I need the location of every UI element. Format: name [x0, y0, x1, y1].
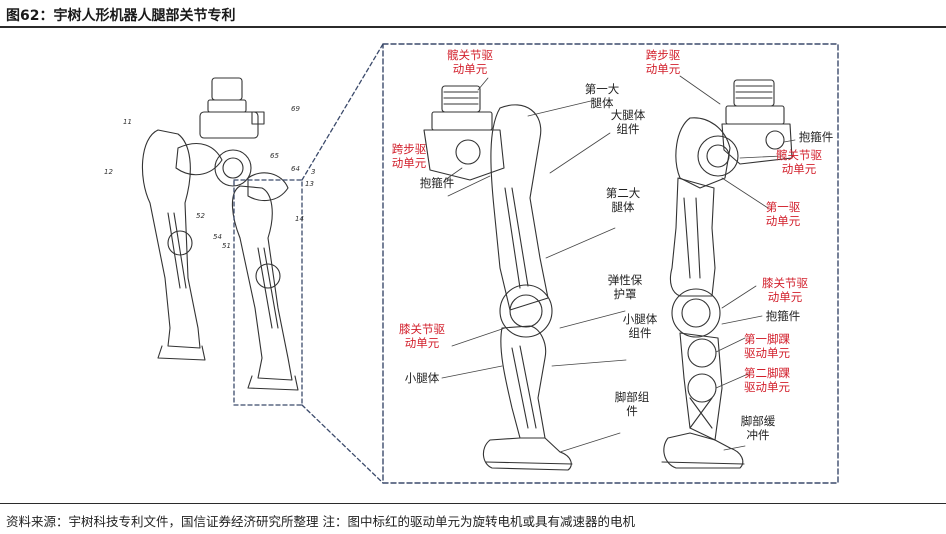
label-shank-assembly: 小腿体 组件 — [622, 312, 658, 340]
label-second-ankle-drive: 第二脚踝 驱动单元 — [744, 366, 790, 394]
source-note: 资料来源：宇树科技专利文件，国信证券经济研究所整理 注：图中标红的驱动单元为旋转… — [6, 514, 635, 529]
label-holding-hoop-right-mid: 抱箍件 — [765, 309, 801, 323]
right-enlarged-leg — [661, 79, 793, 469]
bottom-divider — [0, 503, 946, 504]
ref-number-14: 14 — [295, 215, 304, 223]
label-first-thigh: 第一大 腿体 — [584, 82, 620, 110]
label-foot-buffer: 脚部缓 冲件 — [740, 414, 776, 442]
label-first-ankle-drive: 第一脚踝 驱动单元 — [744, 332, 790, 360]
ref-number-52: 52 — [196, 212, 205, 220]
ref-number-12: 12 — [104, 168, 113, 176]
figure-title: 图62：宇树人形机器人腿部关节专利 — [6, 8, 236, 24]
label-knee-joint-drive-right: 膝关节驱 动单元 — [762, 276, 808, 304]
label-hip-joint-drive-left: 髋关节驱 动单元 — [447, 48, 493, 76]
label-shank-body: 小腿体 — [404, 371, 440, 385]
patent-drawing — [141, 43, 839, 484]
label-first-drive-right: 第一驱 动单元 — [765, 200, 801, 228]
label-thigh-assembly: 大腿体 组件 — [610, 108, 646, 136]
label-stride-drive-right: 跨步驱 动单元 — [645, 48, 681, 76]
ref-number-11: 11 — [123, 118, 132, 126]
top-divider — [0, 26, 946, 28]
label-knee-joint-drive-left: 膝关节驱 动单元 — [399, 322, 445, 350]
ref-number-64: 64 — [291, 165, 300, 173]
label-hip-joint-drive-right: 髋关节驱 动单元 — [776, 148, 822, 176]
ref-number-65: 65 — [270, 152, 279, 160]
ref-number-3: 3 — [311, 168, 316, 176]
label-elastic-guard: 弹性保 护罩 — [607, 273, 643, 301]
overview-robot — [141, 77, 299, 391]
label-holding-hoop-right-top: 抱箍件 — [798, 130, 834, 144]
label-holding-hoop-left: 抱箍件 — [419, 176, 455, 190]
label-foot-assembly: 脚部组件 — [614, 390, 650, 418]
ref-number-69: 69 — [291, 105, 300, 113]
ref-number-54: 54 — [213, 233, 222, 241]
left-enlarged-leg — [423, 85, 573, 471]
ref-number-13: 13 — [305, 180, 314, 188]
label-stride-drive-left: 跨步驱 动单元 — [391, 142, 427, 170]
ref-number-51: 51 — [222, 242, 231, 250]
label-second-thigh: 第二大 腿体 — [605, 186, 641, 214]
